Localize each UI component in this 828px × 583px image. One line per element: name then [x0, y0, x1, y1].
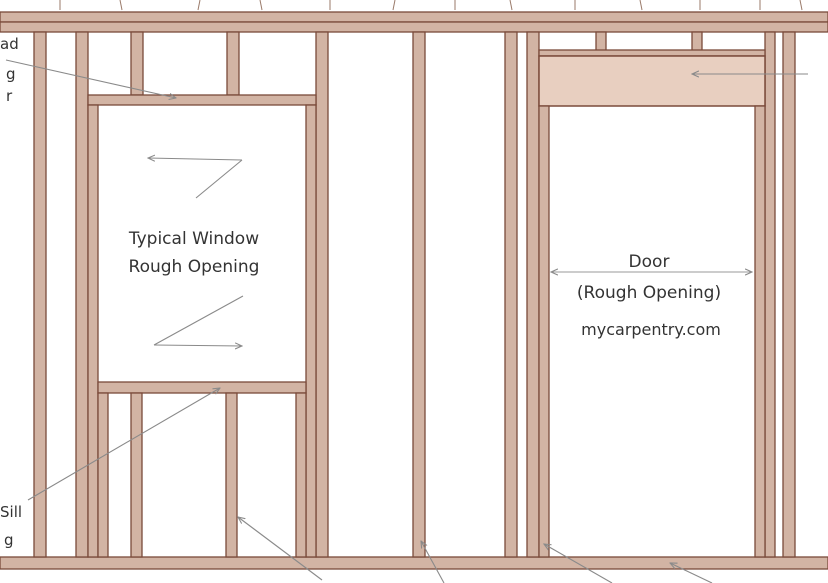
window-cripple-bottom-4 — [295, 392, 307, 558]
door-cripple-top-1 — [595, 31, 607, 53]
window-cripple-top-2 — [226, 31, 240, 96]
window-opening-symbol — [148, 158, 244, 346]
top-plate-upper — [0, 11, 828, 23]
stud-door-king-left-b — [526, 31, 540, 558]
window-arrow-top-left — [148, 158, 243, 160]
stud-door-king-right-a — [764, 31, 776, 558]
bottom-plate — [0, 556, 828, 570]
window-cripple-bottom-2 — [130, 392, 143, 558]
top-plate-tick-marks — [59, 0, 803, 11]
door-header — [538, 55, 766, 107]
window-arrow-bottom-right — [153, 345, 242, 346]
stud-door-king-left-a — [504, 31, 518, 558]
door-framing — [538, 31, 766, 558]
window-z-arrow-top — [195, 159, 243, 199]
stud-middle — [412, 31, 426, 558]
leader-cripple — [238, 517, 323, 581]
stud-window-king-left — [75, 31, 89, 558]
door-cripple-top-2 — [691, 31, 703, 53]
edge-label-bottom-left-1: Sill — [0, 503, 22, 521]
door-label-line1: Door — [629, 252, 670, 272]
edge-label-top-left-3: r — [6, 87, 13, 105]
window-jack-right — [305, 104, 317, 558]
stud-window-king-right — [315, 31, 329, 558]
window-cripple-bottom-3 — [225, 392, 238, 558]
door-jack-right — [754, 105, 766, 558]
stud-left-edge — [33, 31, 47, 558]
watermark-text: mycarpentry.com — [581, 320, 721, 339]
window-header — [87, 94, 317, 106]
leader-stud — [421, 541, 445, 583]
leader-header — [5, 59, 176, 98]
window-framing — [87, 31, 317, 558]
window-jack-left — [87, 104, 99, 558]
leader-sill — [27, 388, 220, 501]
window-cripple-bottom-1 — [97, 392, 109, 558]
window-label-line2: Rough Opening — [129, 257, 260, 277]
door-label-line2: (Rough Opening) — [577, 283, 721, 303]
top-plates — [0, 0, 828, 33]
window-cripple-top-1 — [130, 31, 144, 96]
door-header-top-plate — [538, 49, 766, 57]
leader-jack-stud — [544, 544, 613, 583]
stud-door-king-right-b — [782, 31, 796, 558]
leader-lines — [5, 59, 808, 583]
edge-label-top-left-2: g — [6, 65, 16, 83]
window-z-arrow-bottom — [153, 295, 244, 346]
leader-bottom-plate — [670, 563, 713, 583]
top-plate-lower — [0, 21, 828, 33]
door-jack-left — [538, 105, 550, 558]
edge-label-top-left-1: ad — [0, 35, 19, 53]
window-label-line1: Typical Window — [128, 229, 259, 249]
edge-label-bottom-left-2: g — [4, 531, 14, 549]
window-sill — [97, 381, 307, 394]
